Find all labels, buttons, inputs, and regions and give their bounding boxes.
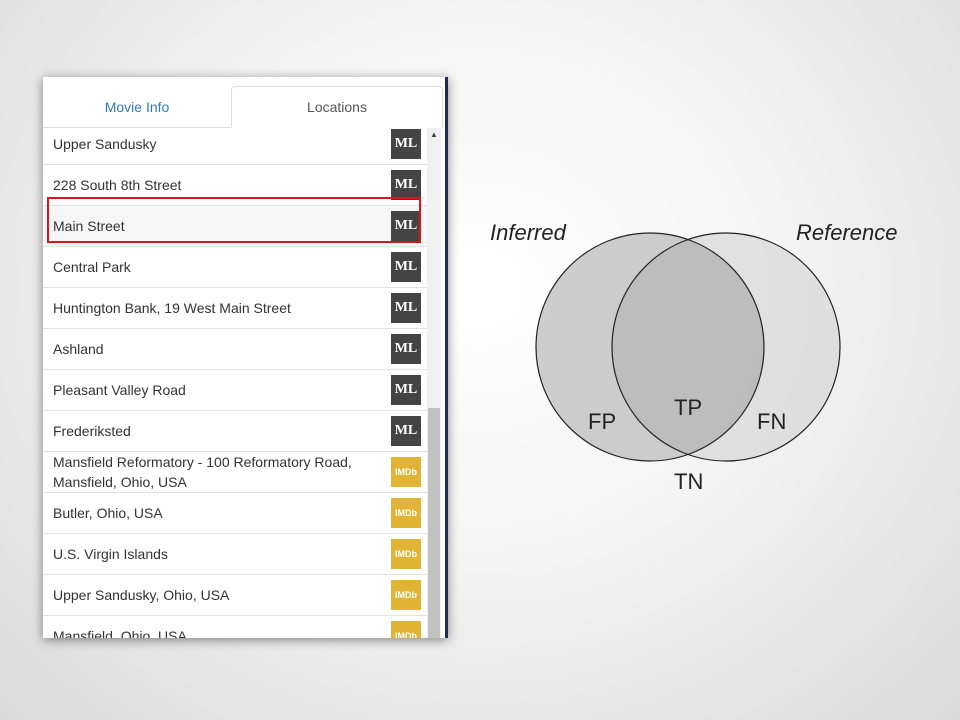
location-label: Mansfield Reformatory - 100 Reformatory … <box>53 454 352 490</box>
imdb-badge-icon[interactable]: IMDb <box>391 621 421 638</box>
location-label: Upper Sandusky <box>53 136 157 152</box>
location-row[interactable]: Upper Sandusky ML <box>43 124 427 165</box>
tab-locations[interactable]: Locations <box>231 86 443 128</box>
scroll-up-icon[interactable]: ▲ <box>430 130 438 139</box>
imdb-badge-icon[interactable]: IMDb <box>391 498 421 528</box>
location-row[interactable]: Main Street ML <box>43 206 427 247</box>
tp-label: TP <box>674 395 703 420</box>
tn-label: TN <box>674 469 704 494</box>
location-label: Pleasant Valley Road <box>53 382 186 398</box>
reference-circle <box>612 233 840 461</box>
location-label: Mansfield, Ohio, USA <box>53 628 187 638</box>
tab-movie-info[interactable]: Movie Info <box>104 99 170 115</box>
ml-badge-icon[interactable]: ML <box>391 211 421 241</box>
location-label: U.S. Virgin Islands <box>53 546 168 562</box>
ml-badge-icon[interactable]: ML <box>391 252 421 282</box>
imdb-badge-icon[interactable]: IMDb <box>391 539 421 569</box>
location-row[interactable]: Pleasant Valley Road ML <box>43 370 427 411</box>
ml-badge-icon[interactable]: ML <box>391 416 421 446</box>
location-row[interactable]: Mansfield, Ohio, USA IMDb <box>43 616 427 638</box>
location-label: Huntington Bank, 19 West Main Street <box>53 300 291 316</box>
location-row[interactable]: Ashland ML <box>43 329 427 370</box>
inferred-title: Inferred <box>490 220 566 245</box>
reference-title: Reference <box>796 220 898 245</box>
fn-label: FN <box>757 409 787 434</box>
ml-badge-icon[interactable]: ML <box>391 129 421 159</box>
scrollbar-thumb[interactable] <box>428 408 440 638</box>
fp-label: FP <box>588 409 617 434</box>
tab-bar: Movie Info Locations <box>43 77 443 128</box>
imdb-badge-icon[interactable]: IMDb <box>391 457 421 487</box>
ml-badge-icon[interactable]: ML <box>391 293 421 323</box>
location-label: 228 South 8th Street <box>53 177 182 193</box>
location-label: Upper Sandusky, Ohio, USA <box>53 587 230 603</box>
location-row[interactable]: Upper Sandusky, Ohio, USA IMDb <box>43 575 427 616</box>
scrollbar[interactable]: ▲ <box>427 128 441 638</box>
location-row[interactable]: U.S. Virgin Islands IMDb <box>43 534 427 575</box>
location-label: Frederiksted <box>53 423 131 439</box>
intersection-area <box>612 233 764 461</box>
imdb-badge-icon[interactable]: IMDb <box>391 580 421 610</box>
location-label: Central Park <box>53 259 131 275</box>
location-row[interactable]: 228 South 8th Street ML <box>43 165 427 206</box>
location-row[interactable]: Mansfield Reformatory - 100 Reformatory … <box>43 452 427 493</box>
location-row[interactable]: Butler, Ohio, USA IMDb <box>43 493 427 534</box>
ml-badge-icon[interactable]: ML <box>391 170 421 200</box>
location-label: Butler, Ohio, USA <box>53 505 163 521</box>
location-row[interactable]: Central Park ML <box>43 247 427 288</box>
ml-badge-icon[interactable]: ML <box>391 334 421 364</box>
location-row[interactable]: Frederiksted ML <box>43 411 427 452</box>
location-label: Main Street <box>53 218 125 234</box>
location-row[interactable]: Huntington Bank, 19 West Main Street ML <box>43 288 427 329</box>
ml-badge-icon[interactable]: ML <box>391 375 421 405</box>
location-label: Ashland <box>53 341 104 357</box>
